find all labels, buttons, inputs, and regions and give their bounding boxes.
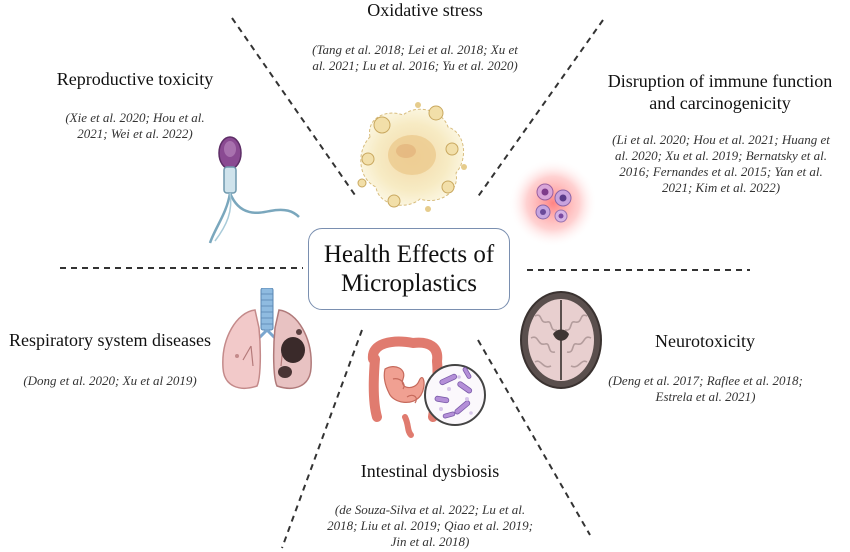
divider-top-left — [231, 17, 358, 199]
center-title-box: Health Effects of Microplastics — [308, 228, 510, 310]
citation-line: 2021; Kim et al. 2022) — [661, 180, 781, 195]
intestinal-dysbiosis-title: Intestinal dysbiosis — [360, 461, 500, 481]
sperm-icon — [208, 136, 300, 244]
center-title-line-1: Health Effects of — [323, 241, 495, 268]
citation-line: (Li et al. 2020; Hou et al. 2021; Huang … — [612, 132, 830, 147]
citation-line: (Xie et al. 2020; Hou et al. — [65, 110, 205, 125]
divider-bottom-right — [477, 339, 591, 536]
citation-line: al. 2021; Lu et al. 2016; Yu et al. 2020… — [312, 58, 518, 73]
citation-line: (de Souza-Silva et al. 2022; Lu et al. — [334, 502, 526, 517]
reproductive-toxicity-title: Reproductive toxicity — [56, 69, 214, 89]
citation-line: 2018; Liu et al. 2019; Qiao et al. 2019; — [327, 518, 533, 533]
respiratory-diseases-title: Respiratory system diseases — [9, 330, 211, 350]
center-title-line-2: Microplastics — [340, 270, 478, 297]
brain-scan-icon — [520, 291, 602, 389]
citation-line: 2016; Fernandes et al. 2015; Yan et al. — [619, 164, 823, 179]
intestinal-dysbiosis-citations: (de Souza-Silva et al. 2022; Lu et al. 2… — [300, 502, 560, 550]
oxidative-particle-icon — [357, 102, 467, 212]
neurotoxicity-citations: (Deng et al. 2017; Raflee et al. 2018; E… — [598, 373, 813, 405]
gut-bacteria-icon — [368, 336, 486, 438]
citation-line: (Deng et al. 2017; Raflee et al. 2018; — [608, 373, 803, 388]
lungs-icon — [222, 288, 312, 389]
citation-line: (Dong et al. 2020; Xu et al 2019) — [23, 373, 197, 388]
oxidative-stress-citations: (Tang et al. 2018; Lei et al. 2018; Xu e… — [270, 42, 560, 74]
citation-line: Jin et al. 2018) — [390, 534, 470, 549]
neurotoxicity-title: Neurotoxicity — [655, 331, 755, 351]
divider-top-right — [476, 19, 604, 199]
respiratory-diseases-citations: (Dong et al. 2020; Xu et al 2019) — [5, 373, 215, 389]
title-line: Disruption of immune function — [607, 71, 833, 91]
citation-line: Estrela et al. 2021) — [655, 389, 756, 404]
immune-disruption-citations: (Li et al. 2020; Hou et al. 2021; Huang … — [590, 132, 850, 196]
center-title: Health Effects of Microplastics — [324, 240, 494, 298]
immune-cells-icon — [509, 159, 597, 247]
title-line: and carcinogenicity — [649, 93, 791, 113]
reproductive-toxicity-citations: (Xie et al. 2020; Hou et al. 2021; Wei e… — [30, 110, 240, 142]
citation-line: (Tang et al. 2018; Lei et al. 2018; Xu e… — [312, 42, 518, 57]
citation-line: 2021; Wei et al. 2022) — [77, 126, 193, 141]
citation-line: al. 2020; Xu et al. 2019; Bernatsky et a… — [615, 148, 827, 163]
oxidative-stress-title: Oxidative stress — [367, 0, 483, 20]
divider-bottom-left — [281, 329, 363, 549]
immune-disruption-title: Disruption of immune function and carcin… — [590, 70, 850, 114]
